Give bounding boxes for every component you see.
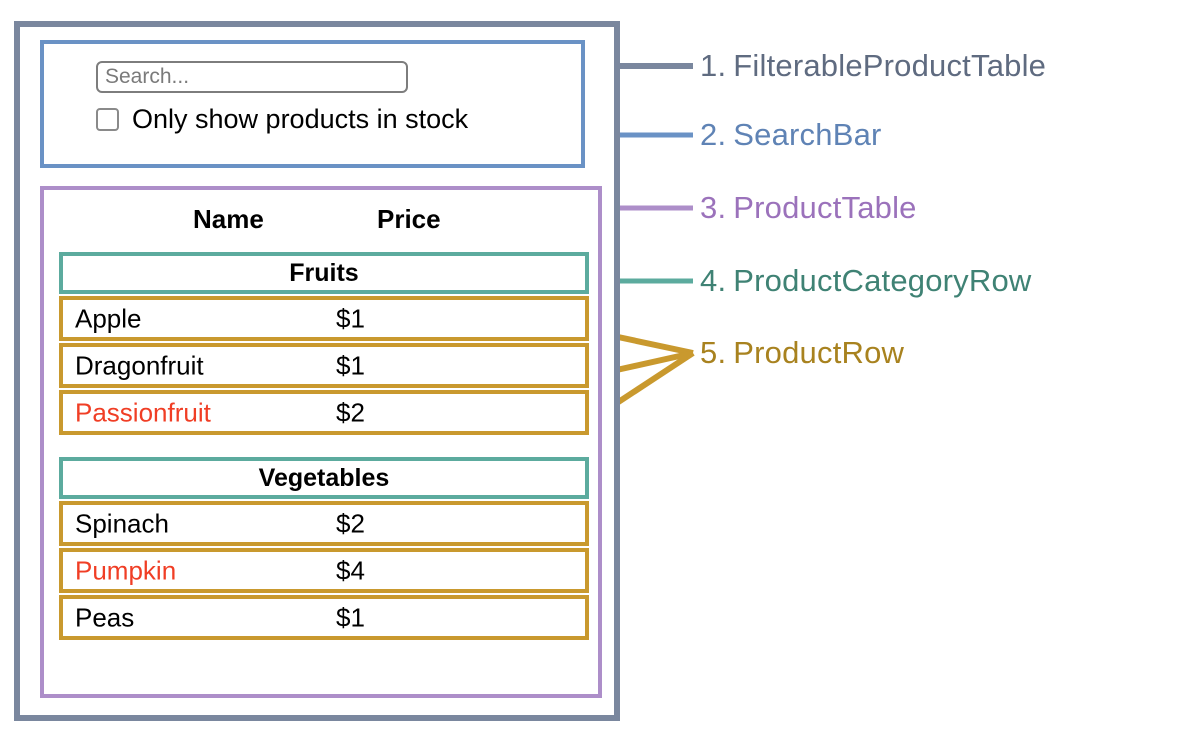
product-table-body: Fruits Apple $1 Dragonfruit $1 Passionfr… [59,252,589,642]
product-price: $2 [336,397,365,427]
product-category-row: Fruits [59,252,589,294]
product-category-label: Vegetables [258,463,390,492]
legend-number: 3. [700,190,727,225]
legend-item-product-row: 5.ProductRow [700,337,904,368]
legend-item-search-bar: 2.SearchBar [700,119,882,150]
legend-label: SearchBar [733,117,882,152]
product-category-row: Vegetables [59,457,589,499]
product-price: $2 [336,508,365,538]
product-price: $4 [336,555,365,585]
product-price: $1 [336,602,365,632]
product-name: Apple [75,303,142,333]
product-table-header: Name Price [44,198,589,240]
search-input[interactable] [96,61,408,93]
product-category-label: Fruits [289,258,359,287]
product-row: Peas $1 [59,595,589,640]
product-name: Pumpkin [75,555,177,585]
product-row: Passionfruit $2 [59,390,589,435]
product-table: Name Price Fruits Apple $1 Dragonfruit $… [40,186,602,698]
legend-item-filterable-product-table: 1.FilterableProductTable [700,50,1046,81]
legend-number: 1. [700,48,727,83]
product-name: Spinach [75,508,169,538]
product-price: $1 [336,350,365,380]
product-row: Apple $1 [59,296,589,341]
legend-item-product-category-row: 4.ProductCategoryRow [700,265,1032,296]
product-row: Spinach $2 [59,501,589,546]
legend-number: 5. [700,335,727,370]
legend-label: ProductTable [733,190,917,225]
search-bar: Only show products in stock [40,40,585,168]
legend-item-product-table: 3.ProductTable [700,192,917,223]
legend-label: ProductCategoryRow [733,263,1032,298]
legend-number: 2. [700,117,727,152]
product-name: Dragonfruit [75,350,204,380]
legend-label: ProductRow [733,335,905,370]
product-price: $1 [336,303,365,333]
product-name: Peas [75,602,135,632]
column-header-price: Price [377,203,441,234]
legend-number: 4. [700,263,727,298]
in-stock-checkbox[interactable] [96,108,119,131]
in-stock-checkbox-label: Only show products in stock [132,104,469,134]
product-name: Passionfruit [75,397,211,427]
product-row: Pumpkin $4 [59,548,589,593]
legend-label: FilterableProductTable [733,48,1047,83]
product-row: Dragonfruit $1 [59,343,589,388]
in-stock-checkbox-row[interactable]: Only show products in stock [96,106,468,133]
column-header-name: Name [193,203,264,234]
